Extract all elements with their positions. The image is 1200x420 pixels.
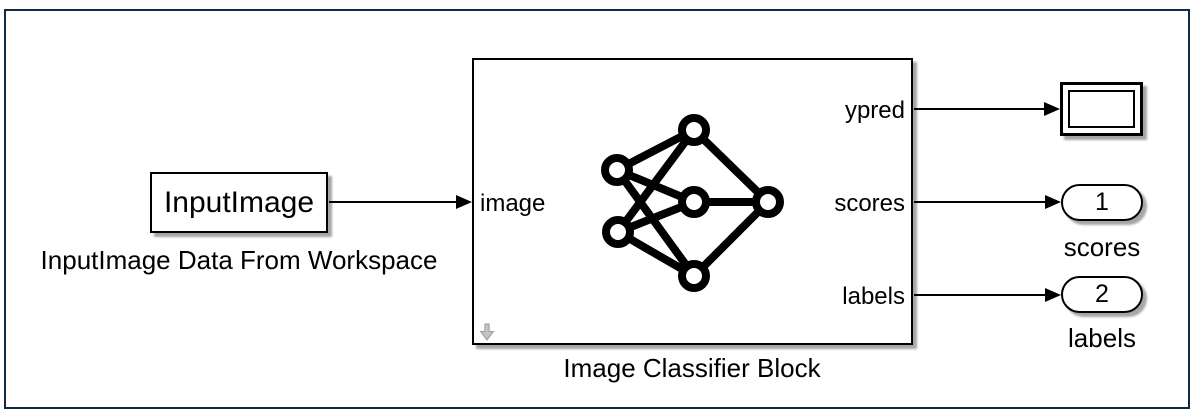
input-image-block-label: InputImage xyxy=(163,185,315,219)
input-image-block[interactable]: InputImage xyxy=(150,172,328,233)
arrowhead-ypred xyxy=(1044,102,1060,116)
display-block[interactable] xyxy=(1060,82,1143,136)
input-image-block-caption[interactable]: InputImage Data From Workspace xyxy=(40,245,438,275)
expand-down-arrow-icon[interactable] xyxy=(479,323,495,341)
wire-input-image-to-classifier[interactable] xyxy=(329,201,457,203)
neural-network-icon xyxy=(601,114,784,292)
image-classifier-block[interactable]: image ypred scores labels xyxy=(472,58,913,345)
arrowhead-input xyxy=(456,195,472,209)
arrowhead-scores xyxy=(1045,195,1061,209)
display-block-screen xyxy=(1068,90,1135,128)
classifier-input-port-label: image xyxy=(480,190,546,217)
wire-labels-to-outport[interactable] xyxy=(914,294,1045,296)
outport-labels-caption[interactable]: labels xyxy=(1068,323,1136,353)
model-boundary-frame xyxy=(4,9,1190,409)
arrowhead-labels xyxy=(1045,288,1061,302)
image-classifier-block-caption[interactable]: Image Classifier Block xyxy=(563,353,821,383)
wire-ypred-to-display[interactable] xyxy=(914,108,1044,110)
classifier-output-port-label-scores: scores xyxy=(834,190,905,217)
wire-scores-to-outport[interactable] xyxy=(914,201,1045,203)
outport-scores-number: 1 xyxy=(1095,188,1109,216)
classifier-output-port-label-ypred: ypred xyxy=(844,97,905,124)
outport-labels-number: 2 xyxy=(1095,280,1109,308)
outport-labels[interactable]: 2 xyxy=(1061,276,1143,313)
classifier-output-port-label-labels: labels xyxy=(842,283,905,310)
outport-scores[interactable]: 1 xyxy=(1061,184,1143,221)
outport-scores-caption[interactable]: scores xyxy=(1063,232,1141,262)
